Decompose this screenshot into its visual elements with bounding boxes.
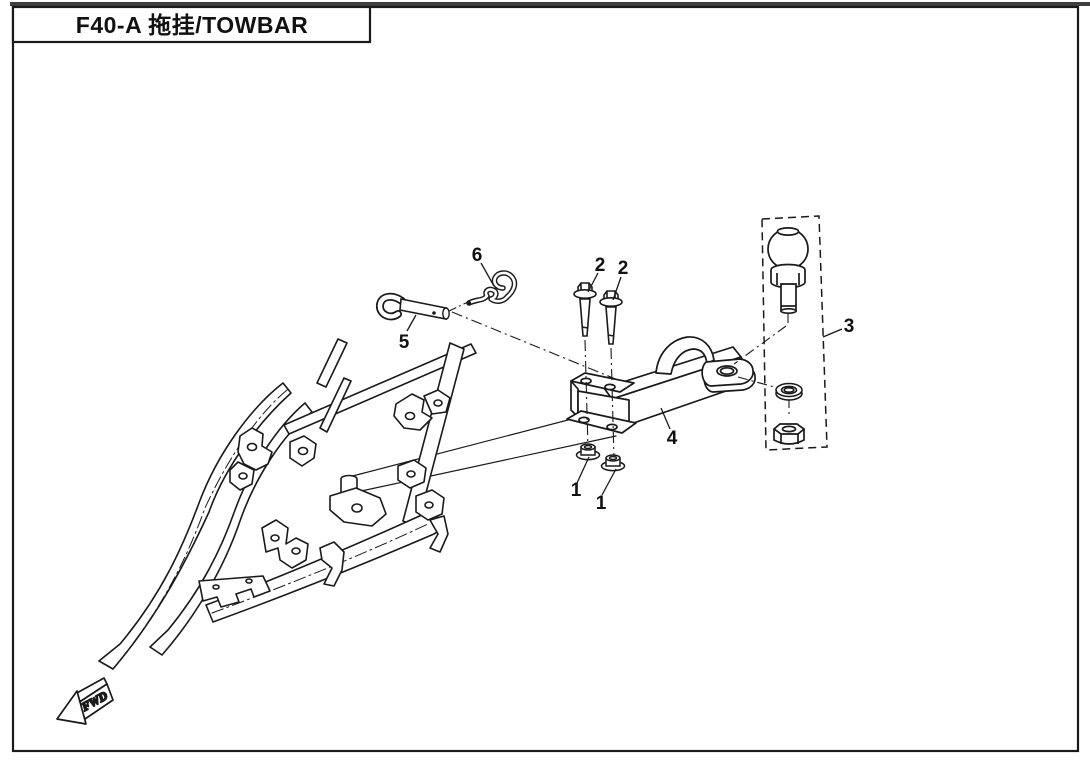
frame-skid-plate: [198, 575, 271, 608]
frame-stub-tube: [316, 338, 348, 388]
callout-2-right: 2: [618, 258, 629, 279]
title-block: [11, 5, 372, 44]
page-border: [11, 5, 1080, 753]
callout-2-left: 2: [595, 255, 606, 276]
flange-bolt-left: [573, 282, 597, 337]
towbar-receiver: [566, 336, 756, 434]
frame-brace: [319, 377, 352, 433]
mounting-bracket: [566, 372, 637, 434]
bolt-left-centerline: [584, 339, 589, 450]
frame-left-tube: [98, 382, 292, 670]
ball-nut: [772, 423, 806, 445]
flange-nut-left: [575, 443, 601, 461]
page-top-strip: [10, 2, 1090, 6]
tube-centerline: [127, 389, 288, 651]
bumper-centerline: [211, 523, 429, 614]
flange-nut-right: [600, 454, 626, 472]
page-title: F40-A 拖挂/TOWBAR: [76, 12, 308, 38]
ball-washer: [775, 382, 803, 401]
hitch-pin: [376, 292, 450, 321]
flange-bolt-right: [599, 290, 623, 345]
fwd-arrow: FWD: [56, 677, 114, 725]
frame-bumper-tube: [205, 512, 441, 623]
frame-assembly: [98, 338, 617, 670]
callout-3: 3: [844, 316, 855, 337]
fwd-arrow-head: [56, 690, 87, 725]
clip-centerline: [448, 301, 469, 312]
frame-brackets: [229, 389, 451, 587]
r-clip: [466, 270, 518, 306]
callout-1-left: 1: [571, 480, 582, 501]
callout-leaders: [406, 262, 843, 496]
callout-4: 4: [667, 428, 678, 449]
pin-centerline: [451, 311, 619, 381]
bolt-right-centerline: [610, 347, 615, 460]
ball-kit: [733, 215, 828, 451]
callout-6: 6: [472, 245, 483, 266]
hitch-ball: [767, 227, 809, 315]
ball-kit-dashed-box: [761, 215, 828, 451]
callout-1-right: 1: [596, 493, 607, 514]
callout-5: 5: [399, 332, 410, 353]
